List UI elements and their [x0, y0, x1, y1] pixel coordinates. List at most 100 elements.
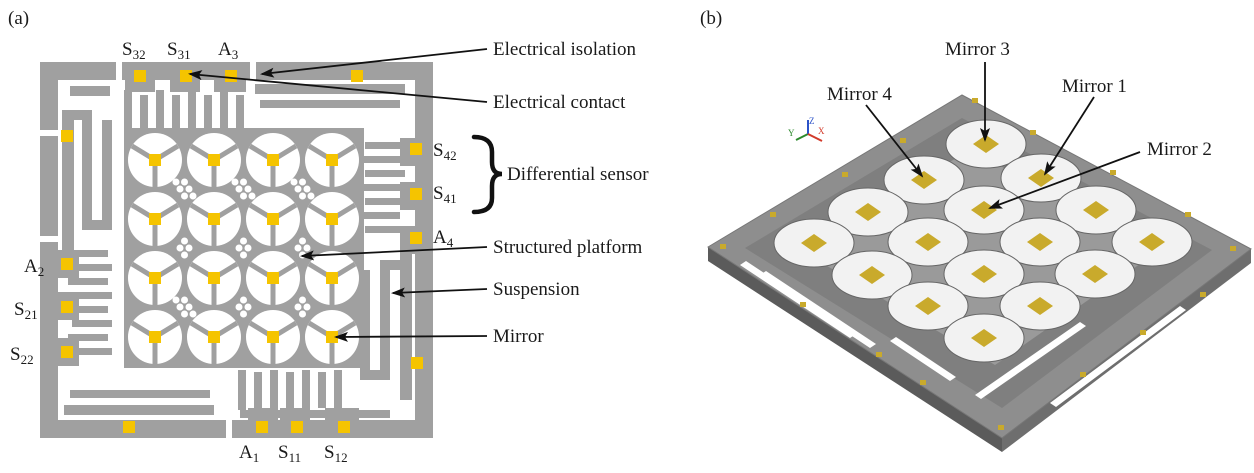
pad-a4	[410, 232, 422, 244]
text-mirror-4: Mirror 4	[827, 84, 892, 105]
chip-3d	[707, 94, 1252, 452]
pad-frame-right	[411, 357, 423, 369]
mirror	[187, 133, 241, 187]
label-a1: A1	[239, 442, 259, 465]
text-electrical-contact: Electrical contact	[493, 92, 626, 113]
arrow-mirror	[334, 331, 488, 342]
chip-mirror	[999, 281, 1081, 331]
mirror-array	[128, 133, 359, 364]
arrow-suspension	[391, 287, 488, 298]
pad-s21	[61, 301, 73, 313]
arrow-mirror-2	[988, 151, 1141, 209]
contact-pads	[61, 70, 423, 433]
text-mirror-3: Mirror 3	[945, 39, 1010, 60]
pad-a2	[61, 258, 73, 270]
axis-x-label: X	[818, 126, 825, 136]
pad-s41	[410, 188, 422, 200]
frame-isolation-gap	[40, 130, 58, 136]
differential-sensor-brace	[471, 134, 503, 215]
mirror	[305, 251, 359, 305]
frame-isolation-gap	[226, 420, 232, 438]
chip-mirror	[887, 281, 969, 331]
mirror	[246, 133, 300, 187]
axis-x-line	[807, 133, 823, 142]
chip-mirror	[943, 313, 1025, 363]
chip-mirror	[1111, 217, 1193, 267]
mirror	[246, 192, 300, 246]
mirror	[187, 310, 241, 364]
chip-mirror	[943, 249, 1025, 299]
axis-z-label: Z	[809, 116, 815, 126]
arrow-structured-platform	[300, 246, 488, 261]
chip-mirror	[773, 218, 855, 268]
pad-s12	[338, 421, 350, 433]
pad-frame-top-right	[351, 70, 363, 82]
chip-mirror	[1055, 185, 1137, 235]
pad-s11	[291, 421, 303, 433]
label-s31: S31	[167, 39, 191, 62]
chip-left-side	[708, 247, 1002, 452]
arrow-mirror-1	[1043, 96, 1095, 176]
pad-s32	[134, 70, 146, 82]
pad-frame-bottom-left	[123, 421, 135, 433]
pad-a3	[225, 70, 237, 82]
pad-frame-left	[61, 130, 73, 142]
text-differential-sensor: Differential sensor	[507, 164, 649, 185]
text-structured-platform: Structured platform	[493, 237, 643, 258]
pad-s42	[410, 143, 422, 155]
label-a2: A2	[24, 256, 44, 279]
text-mirror-2: Mirror 2	[1147, 139, 1212, 160]
panel-a-caption: (a)	[8, 8, 29, 29]
mirror	[128, 192, 182, 246]
label-s42: S42	[433, 140, 457, 163]
chip-mirrors	[773, 119, 1193, 363]
label-s41: S41	[433, 183, 457, 206]
annotation-arrows	[188, 48, 488, 342]
label-s32: S32	[122, 39, 146, 62]
label-a4: A4	[433, 227, 454, 250]
chip-mirror	[827, 187, 909, 237]
panel-b-arrows	[865, 62, 1141, 209]
frame-isolation-gap	[250, 62, 256, 80]
chip-pads	[720, 98, 1236, 430]
pad-s22	[61, 346, 73, 358]
chip-mirror	[999, 217, 1081, 267]
label-s12: S12	[324, 442, 348, 465]
label-a3: A3	[218, 39, 238, 62]
chip-slots	[740, 261, 1186, 407]
mirror	[187, 251, 241, 305]
label-s21: S21	[14, 299, 38, 322]
mirror	[128, 133, 182, 187]
text-suspension: Suspension	[493, 279, 580, 300]
chip-mirror	[943, 185, 1025, 235]
axis-y-label: Y	[788, 128, 795, 138]
chip-mirror	[1054, 249, 1136, 299]
panel-b-caption: (b)	[700, 8, 722, 29]
arrow-mirror-4	[865, 104, 924, 178]
chip-mirror	[887, 217, 969, 267]
axis-triad: Y Z X	[788, 116, 825, 142]
mirror	[246, 310, 300, 364]
mirror	[305, 192, 359, 246]
mirror	[128, 310, 182, 364]
panel-b-labels: Mirror 4 Mirror 3 Mirror 1 Mirror 2	[827, 39, 1212, 160]
label-s11: S11	[278, 442, 301, 465]
mirror	[128, 251, 182, 305]
frame-isolation-gap	[40, 236, 58, 242]
chip-mirror	[831, 250, 913, 300]
panel-b: (b) Y Z X	[700, 8, 1252, 452]
annotation-labels: Electrical isolation Electrical contact …	[493, 39, 649, 347]
pad-a1	[256, 421, 268, 433]
panel-a: (a)	[8, 8, 649, 465]
text-electrical-isolation: Electrical isolation	[493, 39, 636, 60]
mirror	[187, 192, 241, 246]
mirror	[305, 133, 359, 187]
chip-mirror	[945, 119, 1027, 169]
mirror	[246, 251, 300, 305]
device-layout	[40, 62, 433, 438]
platform-holes	[172, 178, 315, 318]
axis-y-line	[795, 133, 809, 141]
label-s22: S22	[10, 344, 34, 367]
pad-s31	[180, 70, 192, 82]
